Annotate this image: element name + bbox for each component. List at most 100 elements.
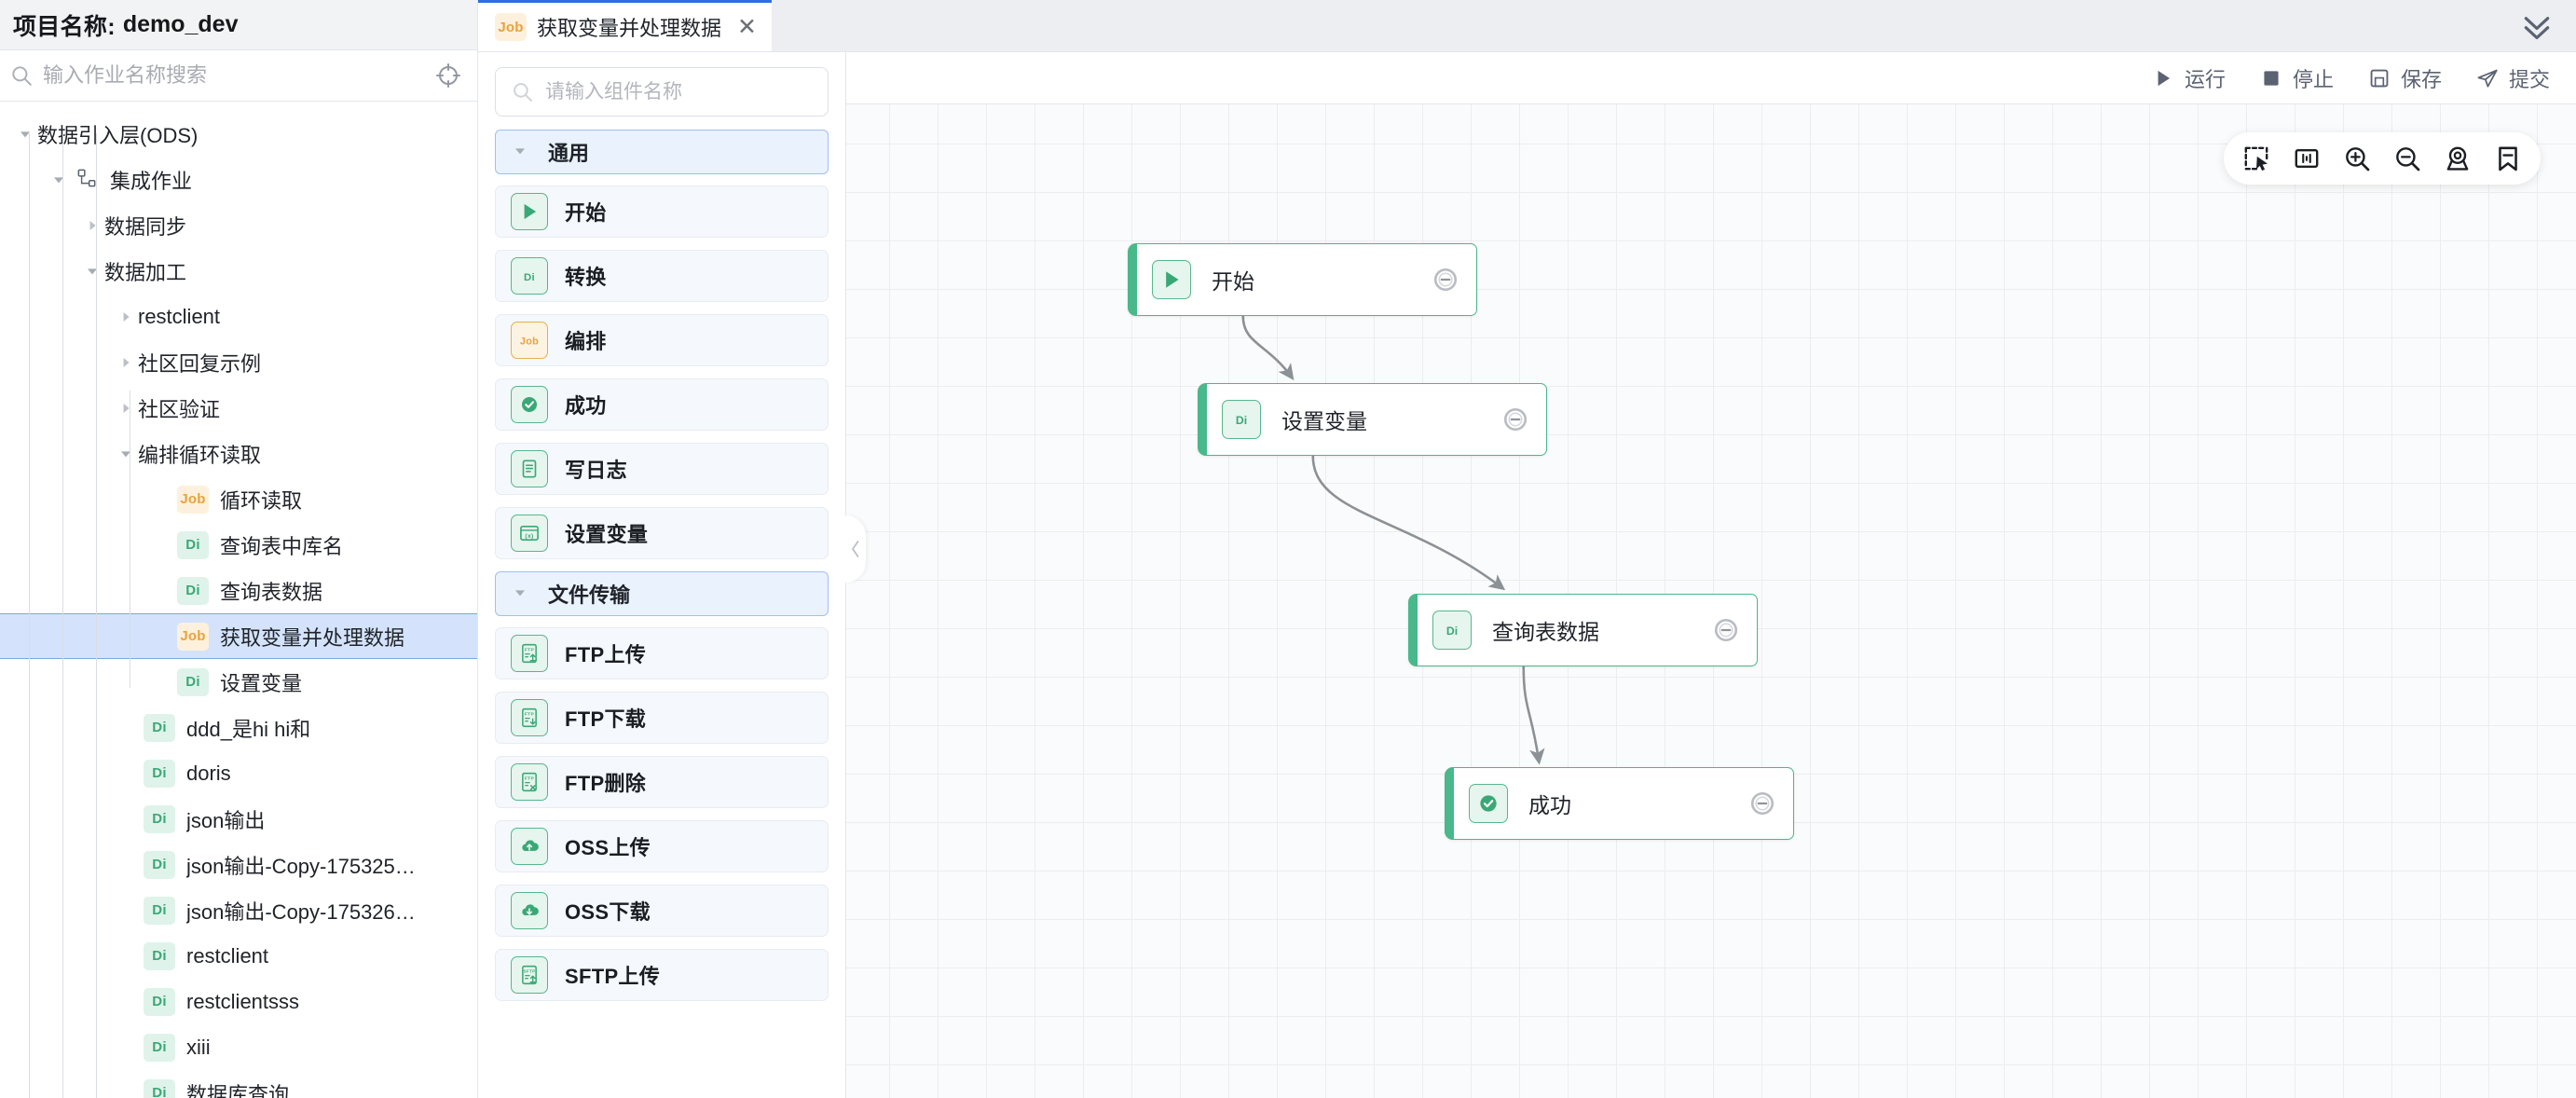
chevron-down-icon[interactable] [114, 442, 138, 466]
job-badge: Job [177, 485, 209, 514]
chevron-left-icon [852, 541, 859, 557]
flow-node-label: 查询表数据 [1492, 620, 1599, 644]
ftp-upload-icon: FTP [511, 635, 548, 672]
minus-circle-icon [1433, 268, 1458, 292]
zoom-out-icon[interactable] [2382, 133, 2432, 184]
double-chevron-down-icon[interactable] [2518, 7, 2555, 45]
minus-circle-icon[interactable] [1432, 266, 1459, 294]
zoom-in-icon[interactable] [2332, 133, 2382, 184]
check-circle-icon [511, 386, 548, 423]
tree-item[interactable]: 社区回复示例 [0, 339, 477, 385]
component-search-input[interactable] [545, 80, 813, 103]
close-icon[interactable]: ✕ [737, 13, 757, 40]
palette-item[interactable]: 成功 [495, 378, 829, 431]
di-badge: Di [144, 759, 175, 788]
minus-circle-icon[interactable] [1748, 789, 1776, 817]
action-停止[interactable]: 停止 [2259, 63, 2334, 93]
di-icon: Di [524, 272, 535, 283]
chevron-down-icon[interactable] [513, 140, 528, 164]
tree-item-label: json输出-Copy-175325… [186, 854, 416, 878]
crosshair-icon[interactable] [434, 62, 462, 89]
palette-item-label: FTP上传 [565, 643, 647, 666]
tree-item[interactable]: 集成作业 [0, 157, 477, 202]
chevron-down-icon[interactable] [47, 168, 71, 192]
chevron-right-icon[interactable] [114, 350, 138, 375]
palette-item[interactable]: FTP FTP删除 [495, 756, 829, 808]
canvas-toolbar [2224, 132, 2541, 185]
chevron-right-icon[interactable] [80, 213, 104, 238]
palette-item[interactable]: 开始 [495, 185, 829, 238]
select-marquee-icon[interactable] [2231, 133, 2281, 184]
palette-item-label: OSS上传 [565, 836, 651, 859]
palette-item[interactable]: OSS上传 [495, 820, 829, 872]
palette-item[interactable]: (x)设置变量 [495, 507, 829, 559]
palette-item-label: FTP删除 [565, 772, 647, 795]
flow-node[interactable]: 开始 [1128, 243, 1477, 316]
panel-collapse-handle[interactable] [845, 515, 866, 583]
play-icon [511, 193, 548, 230]
chevron-right-icon[interactable] [114, 305, 138, 329]
palette-group-header[interactable]: 文件传输 [495, 571, 829, 616]
chevron-down-icon[interactable] [80, 259, 104, 283]
action-运行[interactable]: 运行 [2151, 63, 2226, 93]
send-paperplane-icon [2475, 66, 2500, 90]
tree-item[interactable]: 数据加工 [0, 248, 477, 294]
check-circle-icon [1480, 795, 1497, 812]
tree-item[interactable]: 数据同步 [0, 202, 477, 248]
tree-item[interactable]: restclient [0, 294, 477, 339]
action-label: 提交 [2508, 67, 2550, 91]
flow-node[interactable]: 成功 [1445, 767, 1794, 840]
tree-item-label: 数据引入层(ODS) [37, 123, 199, 147]
action-保存[interactable]: 保存 [2367, 63, 2442, 93]
fit-view-icon[interactable] [2281, 133, 2332, 184]
play-icon [2158, 70, 2170, 86]
action-提交[interactable]: 提交 [2475, 63, 2550, 93]
chevron-down-icon[interactable] [513, 582, 528, 606]
play-icon [524, 203, 537, 220]
tree-item[interactable]: 数据引入层(ODS) [0, 111, 477, 157]
project-label: 项目名称: [13, 13, 116, 40]
palette-item[interactable]: 写日志 [495, 443, 829, 495]
minus-circle-icon[interactable] [1712, 616, 1740, 644]
tree-item-label: 设置变量 [220, 671, 303, 695]
chevron-down-icon[interactable] [13, 122, 37, 146]
chevron-right-icon[interactable] [114, 396, 138, 420]
tree-item[interactable]: 编排循环读取 [0, 431, 477, 476]
palette-item-label: 开始 [565, 201, 607, 225]
bookmark-icon[interactable] [2483, 133, 2533, 184]
palette-item[interactable]: OSS下载 [495, 885, 829, 937]
job-icon: Job [520, 336, 539, 348]
ftp-delete-icon: FTP [522, 772, 537, 792]
locate-node-icon[interactable] [2432, 133, 2483, 184]
palette-group-header[interactable]: 通用 [495, 130, 829, 174]
play-icon [1166, 271, 1179, 288]
tab-active-job[interactable]: Job 获取变量并处理数据 ✕ [478, 0, 772, 51]
palette-item[interactable]: FTP FTP上传 [495, 627, 829, 679]
job-badge: Job [177, 622, 209, 651]
job-search-input[interactable] [43, 63, 425, 88]
minus-circle-icon[interactable] [1501, 405, 1529, 433]
tree-item[interactable]: 社区验证 [0, 385, 477, 431]
